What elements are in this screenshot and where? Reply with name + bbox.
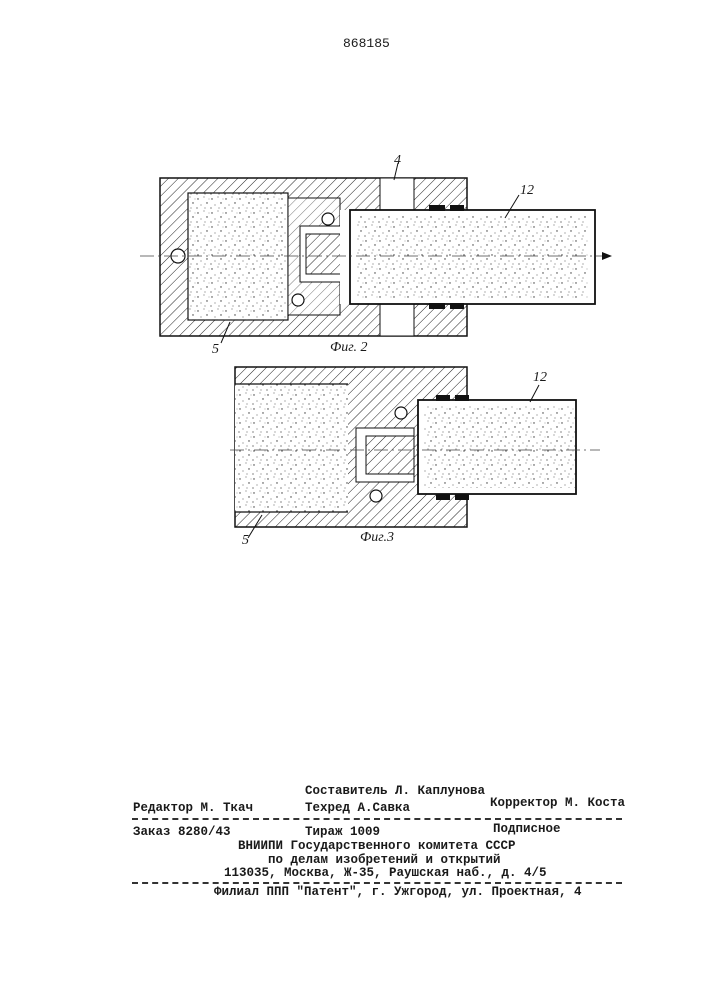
fig3-label-body: 5 [242, 533, 249, 549]
fig2-label-tube: 12 [520, 183, 534, 199]
figure-2-drawing [140, 163, 612, 343]
fig2-label-top-part: 4 [394, 153, 401, 169]
order-number: Заказ 8280/43 [133, 825, 231, 839]
fig3-label-tube: 12 [533, 370, 547, 386]
org-line-2: по делам изобретений и открытий [268, 853, 501, 867]
compiler: Составитель Л. Каплунова [305, 784, 485, 798]
circulation: Тираж 1009 [305, 825, 380, 839]
divider [132, 882, 622, 884]
subscription: Подписное [493, 822, 561, 836]
figure-3-drawing [230, 367, 600, 538]
tech-editor: Техред А.Савка [305, 801, 410, 815]
address: 113035, Москва, Ж-35, Раушская наб., д. … [224, 866, 547, 880]
editor: Редактор М. Ткач [133, 801, 253, 815]
fig2-caption: Фиг. 2 [330, 340, 368, 356]
corrector: Корректор М. Коста [490, 796, 625, 810]
org-line-1: ВНИИПИ Государственного комитета СССР [238, 839, 516, 853]
fig2-label-body: 5 [212, 342, 219, 358]
divider [132, 818, 622, 820]
branch: Филиал ППП "Патент", г. Ужгород, ул. Про… [214, 885, 582, 899]
fig3-caption: Фиг.3 [360, 530, 394, 546]
